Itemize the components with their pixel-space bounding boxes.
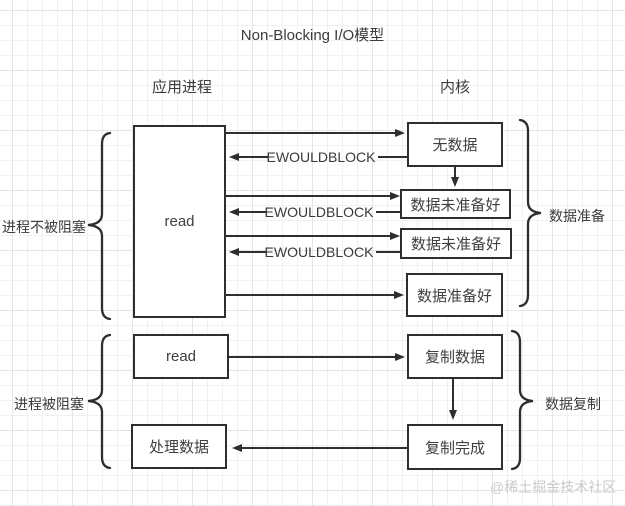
- node-copy-data: 复制数据: [407, 334, 503, 379]
- label-data-copy: 数据复制: [545, 396, 601, 412]
- ewouldblock-label-3: EWOULDBLOCK: [264, 244, 374, 260]
- node-data-not-ready-2: 数据未准备好: [400, 228, 512, 259]
- brace-left-phase1: [87, 131, 112, 321]
- app-process-header: 应用进程: [152, 79, 213, 96]
- node-read-blocking: read: [133, 334, 229, 379]
- kernel-header: 内核: [440, 79, 471, 96]
- node-data-ready: 数据准备好: [406, 273, 503, 317]
- brace-right-phase2: [510, 329, 534, 471]
- node-read-polling: read: [133, 125, 226, 318]
- node-no-data: 无数据: [407, 122, 503, 167]
- ewouldblock-label-2: EWOULDBLOCK: [264, 204, 374, 220]
- brace-left-phase2: [87, 333, 112, 470]
- brace-right-phase1: [518, 118, 542, 308]
- label-process-blocked: 进程被阻塞: [14, 396, 84, 412]
- label-process-not-blocked: 进程不被阻塞: [2, 219, 86, 235]
- ewouldblock-label-1: EWOULDBLOCK: [266, 149, 376, 165]
- diagram-title: Non-Blocking I/O模型: [240, 27, 385, 44]
- node-process-data: 处理数据: [131, 424, 227, 469]
- label-data-preparation: 数据准备: [549, 208, 605, 224]
- watermark: @稀土掘金技术社区: [490, 479, 617, 495]
- node-data-not-ready-1: 数据未准备好: [400, 189, 511, 219]
- node-copy-done: 复制完成: [407, 424, 503, 470]
